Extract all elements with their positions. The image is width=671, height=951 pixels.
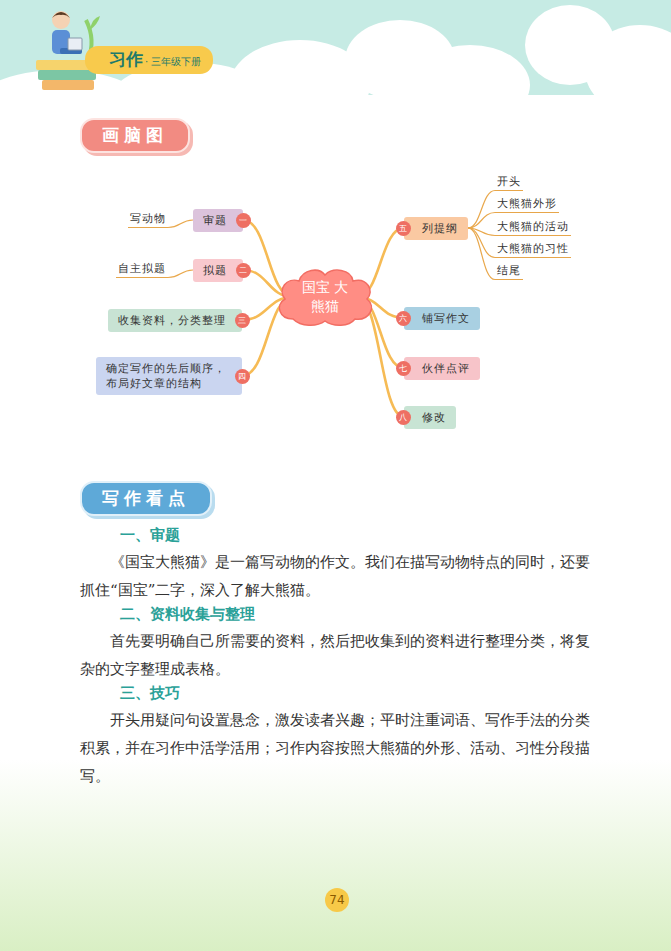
step-box: 审题一 (193, 209, 243, 232)
node-text: 自主拟题 (118, 262, 166, 275)
step-number: 八 (396, 410, 411, 425)
node-text: 八 (399, 413, 408, 422)
step-box: 确定写作的先后顺序，布局好文章的结构四 (96, 357, 242, 395)
cloud-shape (279, 270, 371, 325)
node-text: 七 (399, 364, 408, 373)
outline-item: 大熊猫的活动 (495, 219, 571, 236)
mindmap-branch (468, 191, 495, 229)
node-text: 74 (329, 893, 344, 907)
node-text: 写作看点 (102, 488, 190, 508)
node-text: 画脑图 (102, 125, 168, 145)
node-text: 四 (238, 372, 247, 381)
node-text: 结尾 (497, 264, 521, 277)
node-text: 列提纲 (422, 222, 458, 235)
footer-ground (0, 760, 671, 951)
step-number: 三 (235, 313, 250, 328)
step-box: 修改八 (404, 406, 456, 429)
node-text: 伙伴点评 (422, 362, 470, 375)
node-text: 修改 (422, 411, 446, 424)
leaf-text: 写动物 (128, 211, 168, 228)
step-box: 收集资料，分类整理三 (108, 309, 242, 332)
section-heading: 一、审题 (120, 526, 180, 545)
node-text: 铺写作文 (422, 312, 470, 325)
mindmap-branch (168, 220, 193, 228)
node-text: 大熊猫的活动 (497, 220, 569, 233)
mindmap-branch (468, 228, 495, 280)
node-text: 收集资料，分类整理 (118, 314, 226, 327)
node-text: 确定写作的先后顺序，布局好文章的结构 (106, 362, 226, 390)
paragraph: 首先要明确自己所需要的资料，然后把收集到的资料进行整理分类，将复杂的文字整理成表… (80, 627, 600, 683)
step-box: 列提纲五 (404, 217, 468, 240)
node-text: 大熊猫外形 (497, 197, 557, 210)
step-number: 六 (396, 311, 411, 326)
section-heading: 三、技巧 (120, 684, 180, 703)
node-text: 二 (239, 266, 248, 275)
node-subtext: · 三年级下册 (145, 56, 201, 67)
outline-item: 大熊猫外形 (495, 196, 559, 213)
step-box: 拟题二 (193, 259, 243, 282)
outline-item: 结尾 (495, 263, 523, 280)
step-number: 四 (235, 369, 250, 384)
section-pill: 写作看点 (80, 481, 212, 516)
node-text: 一 (239, 216, 248, 225)
outline-item: 开头 (495, 174, 523, 191)
node-text: 习作 (109, 49, 143, 69)
node-text: 大熊猫的习性 (497, 242, 569, 255)
mindmap-branch (168, 270, 193, 278)
section-heading: 二、资料收集与整理 (120, 605, 255, 624)
mindmap-branch (468, 213, 495, 229)
center-cloud: 国宝 大熊猫 (273, 265, 377, 329)
step-number: 二 (236, 263, 251, 278)
paragraph: 开头用疑问句设置悬念，激发读者兴趣；平时注重词语、写作手法的分类积累，并在习作中… (80, 706, 600, 790)
node-text: 三 (238, 316, 247, 325)
node-text: 国宝 大熊猫 (300, 278, 350, 316)
step-box: 铺写作文六 (404, 307, 480, 330)
step-number: 七 (396, 361, 411, 376)
header-pill: 习作· 三年级下册 (85, 46, 213, 74)
page-number: 74 (325, 888, 349, 912)
node-text: 拟题 (203, 264, 227, 277)
node-text: 写动物 (130, 212, 166, 225)
paragraph: 《国宝大熊猫》是一篇写动物的作文。我们在描写动物特点的同时，还要抓住“国宝”二字… (80, 548, 600, 604)
outline-item: 大熊猫的习性 (495, 241, 571, 258)
node-text: 五 (399, 224, 408, 233)
cloud-outline (273, 265, 377, 329)
step-box: 伙伴点评七 (404, 357, 480, 380)
step-number: 五 (396, 221, 411, 236)
node-text: 开头 (497, 175, 521, 188)
node-text: 六 (399, 314, 408, 323)
step-number: 一 (236, 213, 251, 228)
node-text: 审题 (203, 214, 227, 227)
leaf-text: 自主拟题 (116, 261, 168, 278)
section-pill: 画脑图 (80, 118, 190, 153)
